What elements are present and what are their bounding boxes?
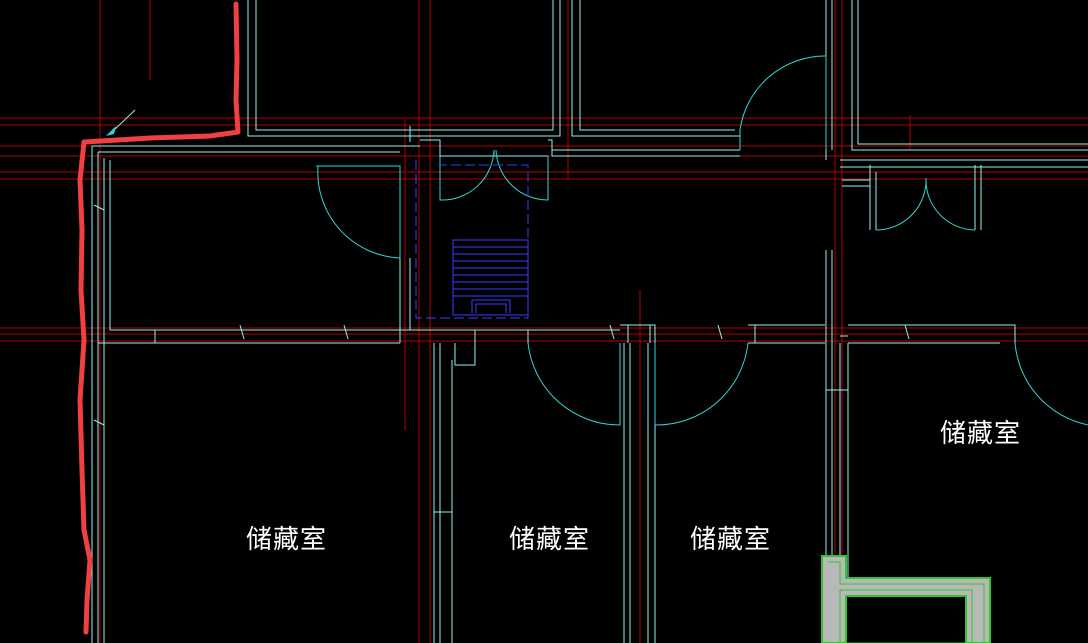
room-label-storage-2: 储藏室 [509, 525, 590, 555]
door-double-right-room-b [925, 177, 976, 231]
door-storage-2 [527, 342, 621, 426]
door-storage-4 [1014, 342, 1088, 426]
door-storage-3 [654, 342, 749, 426]
room-label-storage-4: 储藏室 [940, 419, 1021, 449]
room-labels: 储藏室 储藏室 储藏室 储藏室 [246, 419, 1021, 555]
door-corridor-left [317, 165, 401, 259]
door-double-right-room-a [875, 177, 927, 231]
room-label-storage-1: 储藏室 [246, 525, 327, 555]
door-swings [316, 55, 1088, 426]
wall-ticks [93, 126, 910, 426]
door-top-right [739, 55, 827, 150]
stair [415, 160, 529, 319]
room-label-storage-3: 储藏室 [690, 525, 771, 555]
hatched-column [821, 555, 991, 643]
door-double-stair-right [495, 149, 549, 201]
door-double-stair-left [439, 149, 495, 201]
leader-arrow [106, 109, 136, 136]
red-markup[interactable] [77, 1, 241, 635]
